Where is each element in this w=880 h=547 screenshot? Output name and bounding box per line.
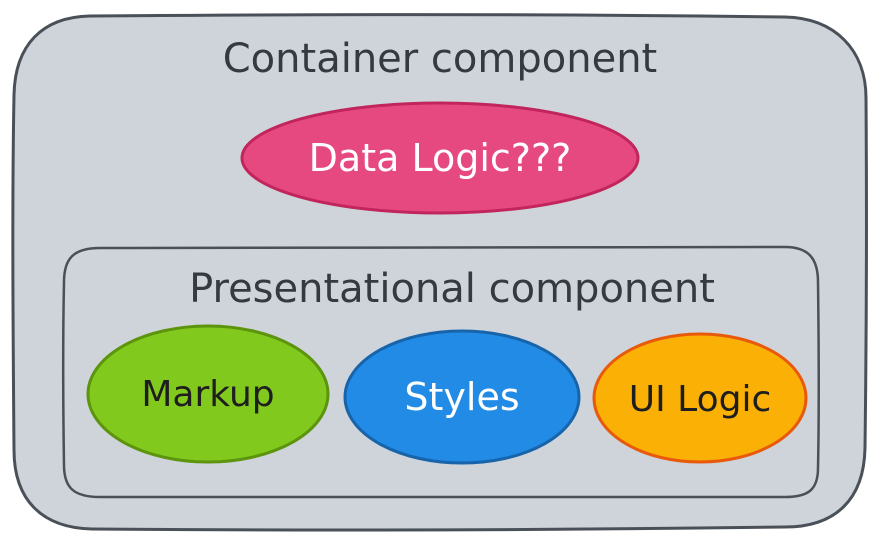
presentational-component-box: Presentational component	[62, 245, 820, 500]
presentational-title: Presentational component	[189, 266, 715, 312]
markup-ellipse	[86, 324, 330, 464]
data-logic-ellipse	[240, 101, 640, 215]
ui-logic-node: UI Logic	[592, 332, 808, 464]
presentational-box-shape	[62, 245, 820, 500]
styles-ellipse	[343, 329, 581, 465]
markup-label: Markup	[141, 374, 274, 415]
styles-node: Styles	[343, 329, 581, 465]
data-logic-label: Data Logic???	[309, 136, 572, 180]
container-title: Container component	[223, 36, 657, 82]
ui-logic-label: UI Logic	[629, 379, 772, 420]
ui-logic-ellipse	[592, 332, 808, 464]
data-logic-node: Data Logic???	[240, 101, 640, 215]
styles-label: Styles	[404, 375, 519, 419]
markup-node: Markup	[86, 324, 330, 464]
